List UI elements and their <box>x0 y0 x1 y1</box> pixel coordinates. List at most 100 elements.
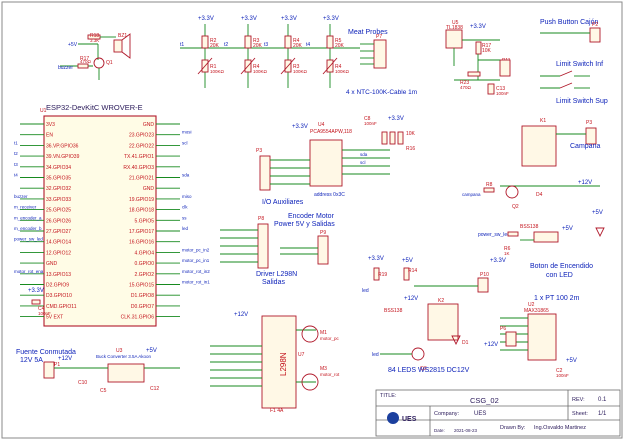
esp32-pin-label: 32.GPIO32 <box>46 186 71 192</box>
val-r3: 20K <box>253 43 263 49</box>
led-icon <box>595 227 605 238</box>
ref-q3: Q3 <box>420 366 427 372</box>
label-ntc: 4 x NTC-100K-Cable 1m <box>346 89 417 96</box>
esp32-pin-label: 16.GPIO16 <box>129 240 154 246</box>
ref-r8: R8 <box>486 182 493 188</box>
ref-q1: Q1 <box>106 60 113 66</box>
esp32-left-net: motor_rot_ena <box>14 269 44 274</box>
title-label: TITLE: <box>380 393 397 399</box>
net-power-sw-led: power_sw_led <box>478 232 510 238</box>
label-boton-2: con LED <box>546 272 573 279</box>
esp32-left-net: t1 <box>14 140 18 145</box>
ref-c2: C2 <box>556 368 563 374</box>
ref-r18: R18 <box>90 33 99 39</box>
switches-block: Push Button Cajón P2 Limit Switch Inf Li… <box>540 19 608 105</box>
ref-u7: U7 <box>298 352 305 358</box>
title-block: TITLE: CSG_02 REV: 0.1 Company: UES Shee… <box>375 389 621 437</box>
esp32-right-net: mosi <box>182 130 192 135</box>
label-pt100: 1 x PT 100 2m <box>534 295 580 302</box>
led-strip-block: +3.3V +5V R19 R14 BSS138 led P10 K2 D1 +… <box>362 256 498 374</box>
ref-th4: R4 <box>335 64 342 70</box>
val-r17: 470Ω <box>80 59 92 64</box>
l298n-block: L298N U7 +12V M1 motor_pc M3 motor_rot F… <box>210 312 340 414</box>
net-t2: t2 <box>224 42 228 48</box>
esp32-pin-label: 34.GPIO34 <box>46 165 71 171</box>
ref-c8: C8 <box>364 116 371 122</box>
ref-p9: P9 <box>320 230 326 236</box>
net-12v-e: +12V <box>58 356 72 362</box>
esp32-pin-label: 12.GPIO12 <box>46 250 71 256</box>
encoder-block: Encoder Motor Power 5V y Salidas P9 <box>274 213 335 265</box>
drawn-label: Drawn By: <box>500 425 526 431</box>
esp32-right-net: scl <box>182 140 188 145</box>
ref-pca: PCA9554APW,118 <box>310 129 352 135</box>
esp32-pin-label: 21.GPIO21 <box>129 176 154 182</box>
val-th2: 100KΩ <box>253 69 268 74</box>
ic-l298n-label: L298N <box>279 352 288 376</box>
company-value: UES <box>474 411 486 417</box>
drawn-by-value: Ing.Osvaldo Martinez <box>534 425 586 431</box>
net-led: led <box>362 288 369 294</box>
label-boton-1: Boton de Encendido <box>530 263 593 270</box>
ref-c10: C10 <box>78 380 87 386</box>
ref-r2: R2 <box>210 38 217 44</box>
esp32-pin-label: 0.GPIO0 <box>135 261 155 267</box>
title-value: CSG_02 <box>470 396 499 405</box>
net-12v-d: +12V <box>404 296 418 302</box>
val-c2: 100nF <box>556 373 569 378</box>
ref-th3: R3 <box>293 64 300 70</box>
sheet-value: 1/1 <box>598 411 607 417</box>
buzzer-block: R18 3.3K +5V BZ1 R17 470Ω Q1 buzzer <box>58 33 131 80</box>
ref-th2: R4 <box>253 64 260 70</box>
pt100-block: 1 x PT 100 2m U2 MAX31865 P6 +5V C2 100n… <box>500 295 580 378</box>
ues-logo-text: UES <box>402 416 417 423</box>
label-io-aux: I/O Auxiliares <box>262 199 304 206</box>
esp32-right-net: motor_rot_in1 <box>182 280 210 285</box>
ref-u4: U4 <box>318 122 325 128</box>
net-12v-c: +12V <box>484 342 498 348</box>
label-address: address 0x3C <box>314 192 345 198</box>
esp32-pin-label: 26.GPIO26 <box>46 218 71 224</box>
ref-q2: Q2 <box>512 204 519 210</box>
ref-r19: R19 <box>378 272 387 278</box>
net-5v-e: +5V <box>566 358 577 364</box>
ref-r3: R3 <box>253 38 260 44</box>
val-th3: 100KΩ <box>293 69 308 74</box>
esp32-right-net: ss <box>182 215 187 220</box>
net-campana: campana <box>462 192 481 197</box>
ref-bss138-b: BSS138 <box>384 308 403 314</box>
net-5v-f: +5V <box>146 348 157 354</box>
esp32-pin-label: 33.GPIO33 <box>46 197 71 203</box>
esp32-pin-label: RX.40.GPIO3 <box>123 165 154 171</box>
net-t3: t3 <box>264 42 268 48</box>
label-fuente-2: 12V 5A <box>20 357 43 364</box>
net-5v-b: +5V <box>562 226 573 232</box>
ref-h3: P3 <box>256 148 262 154</box>
net-3v3-a: +3.3V <box>198 16 214 22</box>
date-value: 2021-08-23 <box>454 428 478 433</box>
driver-header-block: P8 Driver L298N Salidas <box>220 216 297 286</box>
esp32-right-net: miso <box>182 194 192 199</box>
ref-r5: R5 <box>335 38 342 44</box>
ref-d4: D4 <box>536 192 543 198</box>
net-5v-d: +5V <box>402 258 413 264</box>
esp32-pin-label: 15.GPIO15 <box>129 283 154 289</box>
ref-m3: M3 <box>320 366 327 372</box>
ref-p3: P3 <box>586 120 592 126</box>
date-label: Date: <box>434 428 445 433</box>
sheet-label: Sheet: <box>572 411 588 417</box>
label-meat-probes: Meat Probes <box>348 29 388 36</box>
ref-u2: U2 <box>528 302 535 308</box>
label-push-button: Push Button Cajón <box>540 19 598 26</box>
val-r16: 10K <box>406 131 416 137</box>
val-r6: 1K <box>504 251 510 256</box>
ref-bss138-a: BSS138 <box>520 224 539 230</box>
val-r17b: 10K <box>482 48 492 54</box>
esp32-pin-label: 3V3 <box>46 122 55 128</box>
esp32-right-net: motor_pc_in1 <box>182 258 210 263</box>
esp32-pin-label: 23.GPIO23 <box>129 133 154 139</box>
ref-r23: R23 <box>460 80 469 86</box>
net-3v3-f: +3.3V <box>28 288 44 294</box>
esp32-left-net: m_encoder_a <box>14 215 42 220</box>
